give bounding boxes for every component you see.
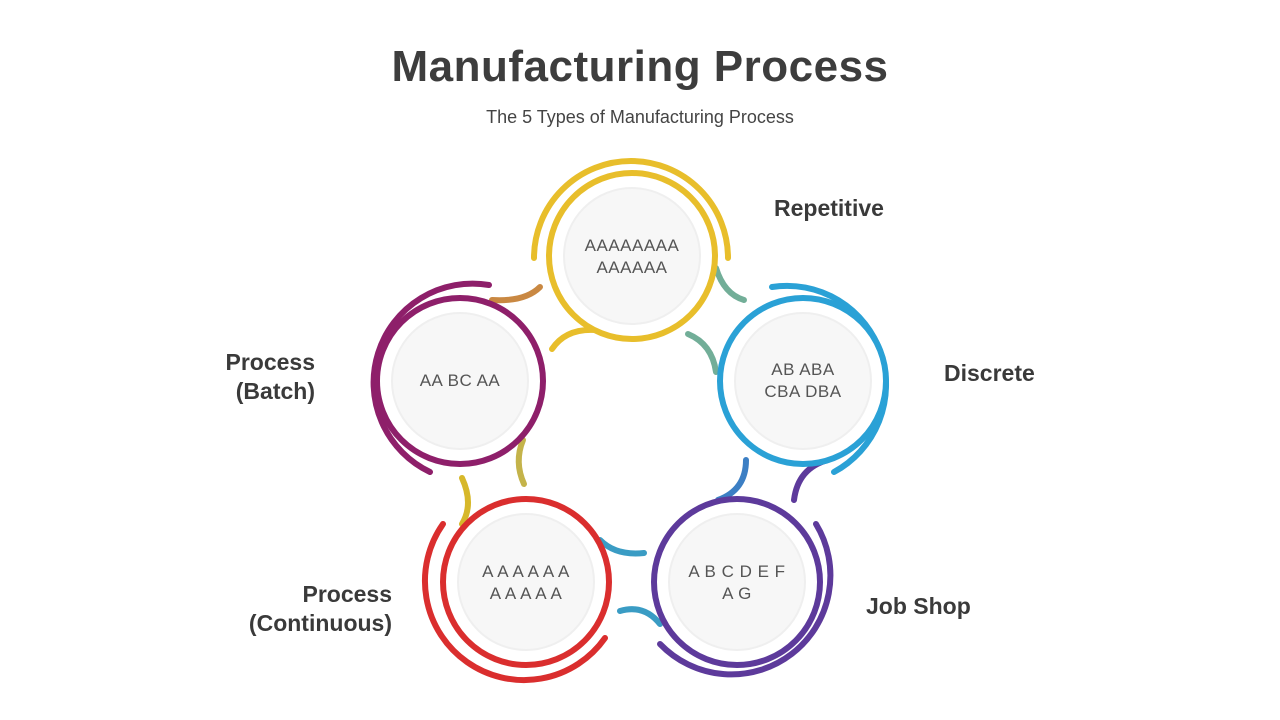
- node-jobshop-outer-arc: [657, 521, 834, 678]
- page-subtitle: The 5 Types of Manufacturing Process: [486, 107, 794, 127]
- connector-discrete-jobshop: [715, 457, 749, 503]
- node-repetitive-text: AAAAAAAA AAAAAA: [567, 235, 697, 279]
- node-batch-outer-arc: [370, 280, 492, 475]
- node-continuous-outer-arc: [422, 521, 608, 683]
- node-repetitive: [531, 158, 731, 342]
- node-continuous-inner-disc: [457, 513, 595, 651]
- node-batch-text: AA BC AA: [395, 370, 525, 392]
- label-batch: Process (Batch): [115, 348, 315, 406]
- label-repetitive: Repetitive: [774, 195, 884, 221]
- node-jobshop-inner-disc: [668, 513, 806, 651]
- node-jobshop-text-line1: A B C D E F: [688, 562, 786, 581]
- node-batch-text-line1: AA BC AA: [419, 371, 501, 390]
- node-batch: [370, 280, 546, 475]
- label-jobshop: Job Shop: [866, 593, 971, 619]
- node-jobshop-text-line2: A G: [722, 584, 752, 603]
- connector-batch-repetitive: [489, 284, 543, 304]
- node-discrete-text: AB ABA CBA DBA: [738, 359, 868, 403]
- connector-repetitive-center: [685, 331, 719, 375]
- node-repetitive-outer-arc: [531, 158, 731, 261]
- label-discrete: Discrete: [944, 360, 1035, 386]
- node-jobshop: [651, 496, 834, 678]
- node-discrete-inner-disc: [734, 312, 872, 450]
- node-repetitive-inner-disc: [563, 187, 701, 325]
- node-continuous-text-line1: A A A A A A: [482, 562, 570, 581]
- connector-continuous-jobshop: [597, 537, 647, 557]
- connector-batch-continuous-outer: [459, 475, 471, 527]
- connector-repetitive-batch-inner: [549, 326, 599, 352]
- label-batch-line2: (Batch): [235, 378, 315, 404]
- label-continuous: Process (Continuous): [192, 580, 392, 638]
- node-jobshop-text: A B C D E F A G: [672, 561, 802, 605]
- label-continuous-line1: Process: [302, 581, 392, 607]
- node-continuous: [422, 496, 612, 683]
- node-continuous-text-line2: A A A A A: [489, 584, 563, 603]
- node-repetitive-text-line2: AAAAAA: [596, 258, 668, 277]
- connector-repetitive-discrete: [713, 265, 747, 303]
- node-continuous-text: A A A A A A A A A A A: [461, 561, 591, 605]
- node-discrete-text-line1: AB ABA: [771, 360, 835, 379]
- connector-batch-continuous: [515, 437, 527, 487]
- page-title: Manufacturing Process: [391, 42, 889, 91]
- label-batch-line1: Process: [225, 349, 315, 375]
- label-continuous-line2: (Continuous): [248, 610, 392, 636]
- node-discrete-text-line2: CBA DBA: [764, 382, 842, 401]
- node-discrete: [717, 282, 890, 475]
- connector-jobshop-continuous: [617, 606, 663, 627]
- node-batch-inner-disc: [391, 312, 529, 450]
- node-repetitive-text-line1: AAAAAAAA: [584, 236, 680, 255]
